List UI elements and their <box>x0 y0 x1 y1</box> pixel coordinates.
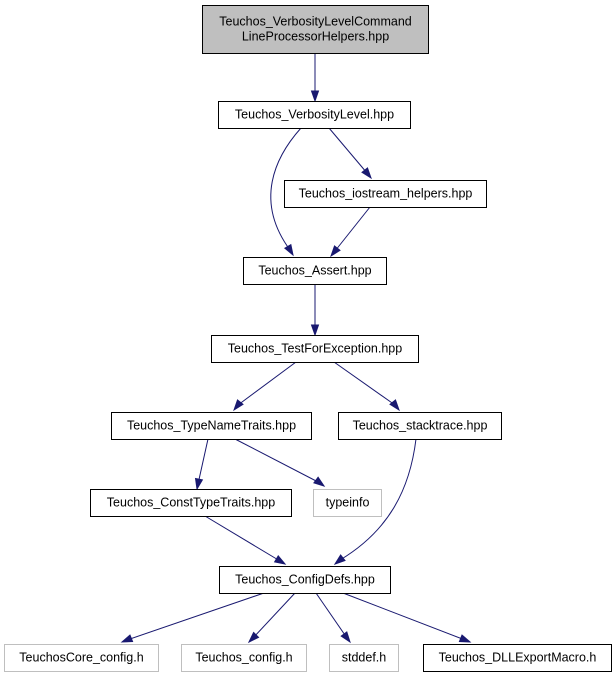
edge-typename-to-typeinfo <box>234 438 326 487</box>
node-label: typeinfo <box>326 496 370 510</box>
node-stacktrace[interactable]: Teuchos_stacktrace.hpp <box>338 412 502 440</box>
edge-typename-to-consttype <box>194 438 209 491</box>
node-label: Teuchos_VerbosityLevelCommand <box>219 15 412 29</box>
edge-stacktrace-to-configdefs <box>333 438 417 565</box>
node-label: LineProcessorHelpers.hpp <box>242 30 389 44</box>
node-box <box>219 566 391 594</box>
node-consttype[interactable]: Teuchos_ConstTypeTraits.hpp <box>90 489 292 517</box>
node-label: Teuchos_Assert.hpp <box>258 264 371 278</box>
node-typename[interactable]: Teuchos_TypeNameTraits.hpp <box>111 412 312 440</box>
node-label: Teuchos_VerbosityLevel.hpp <box>235 108 394 122</box>
node-box <box>111 412 312 440</box>
node-typeinfo[interactable]: typeinfo <box>313 489 382 517</box>
node-box <box>4 644 159 672</box>
node-label: Teuchos_ConstTypeTraits.hpp <box>107 496 275 510</box>
node-assert[interactable]: Teuchos_Assert.hpp <box>243 257 387 285</box>
edge-consttype-to-configdefs <box>204 515 287 565</box>
node-box <box>338 412 502 440</box>
node-label: Teuchos_DLLExportMacro.h <box>439 651 597 665</box>
edge-root-to-verbosity <box>310 53 320 103</box>
edge-configdefs-to-cfg <box>247 592 296 644</box>
node-box <box>202 5 429 54</box>
node-label: Teuchos_iostream_helpers.hpp <box>299 187 473 201</box>
node-label: TeuchosCore_config.h <box>19 651 143 665</box>
node-box <box>313 489 382 517</box>
node-iostream[interactable]: Teuchos_iostream_helpers.hpp <box>284 180 487 208</box>
node-stddef[interactable]: stddef.h <box>329 644 399 672</box>
node-box <box>243 257 387 285</box>
node-label: Teuchos_TestForException.hpp <box>228 342 402 356</box>
edge-configdefs-to-dllexport <box>342 592 472 643</box>
nodes-layer: Teuchos_VerbosityLevelCommandLineProcess… <box>4 5 612 672</box>
node-cfg[interactable]: Teuchos_config.h <box>181 644 307 672</box>
node-label: stddef.h <box>342 651 387 665</box>
node-corecfg[interactable]: TeuchosCore_config.h <box>4 644 159 672</box>
node-verbosity[interactable]: Teuchos_VerbosityLevel.hpp <box>218 101 411 129</box>
edge-testforexc-to-typename <box>233 361 297 412</box>
node-box <box>284 180 487 208</box>
node-box <box>211 335 419 363</box>
node-label: Teuchos_ConfigDefs.hpp <box>235 573 375 587</box>
node-box <box>329 644 399 672</box>
edge-assert-to-testforexc <box>310 284 320 337</box>
node-dllexport[interactable]: Teuchos_DLLExportMacro.h <box>423 644 612 672</box>
edge-verbosity-to-iostream <box>328 127 372 180</box>
edge-iostream-to-assert <box>330 206 371 258</box>
edge-configdefs-to-corecfg <box>120 592 265 643</box>
node-box <box>90 489 292 517</box>
edge-testforexc-to-stacktrace <box>333 361 400 412</box>
node-box <box>423 644 612 672</box>
node-box <box>218 101 411 129</box>
node-root[interactable]: Teuchos_VerbosityLevelCommandLineProcess… <box>202 5 429 54</box>
node-label: Teuchos_config.h <box>195 651 292 665</box>
node-box <box>181 644 307 672</box>
node-testforexc[interactable]: Teuchos_TestForException.hpp <box>211 335 419 363</box>
node-configdefs[interactable]: Teuchos_ConfigDefs.hpp <box>219 566 391 594</box>
node-label: Teuchos_TypeNameTraits.hpp <box>127 419 296 433</box>
node-label: Teuchos_stacktrace.hpp <box>353 419 488 433</box>
edge-configdefs-to-stddef <box>315 592 351 644</box>
edges-layer <box>120 53 472 644</box>
edge-verbosity-to-assert <box>270 127 302 257</box>
